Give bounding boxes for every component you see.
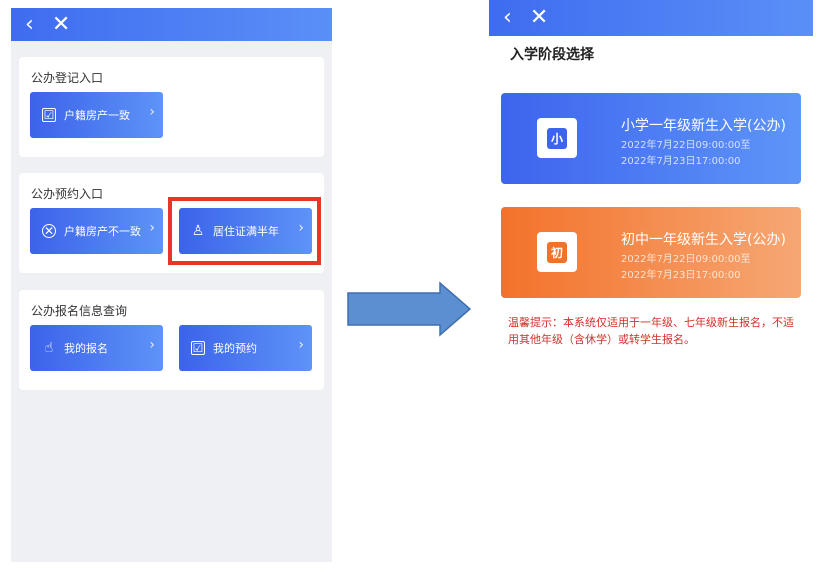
right-arrow-icon bbox=[347, 281, 472, 337]
query-section: 公办报名信息查询 ☝ 我的报名 › ☑ 我的预约 › bbox=[19, 290, 324, 390]
primary-school-icon: 小 bbox=[537, 118, 577, 158]
my-registration-button[interactable]: ☝ 我的报名 › bbox=[30, 325, 163, 371]
section-title: 公办报名信息查询 bbox=[31, 304, 128, 318]
appointment-section: 公办预约入口 ✕ 户籍房产不一致 › ♙ 居住证满半年 › bbox=[19, 173, 324, 273]
top-bar: ‹ ✕ bbox=[489, 0, 813, 36]
chevron-right-icon: › bbox=[149, 220, 155, 236]
hand-pointer-icon: ☝ bbox=[44, 340, 54, 356]
button-label: 户籍房产一致 bbox=[64, 109, 130, 122]
household-property-mismatch-button[interactable]: ✕ 户籍房产不一致 › bbox=[30, 208, 163, 254]
residence-permit-button[interactable]: ♙ 居住证满半年 › bbox=[179, 208, 312, 254]
back-icon[interactable]: ‹ bbox=[503, 5, 512, 30]
page-title: 入学阶段选择 bbox=[510, 47, 594, 63]
stage-name: 小学一年级新生入学(公办) bbox=[621, 118, 786, 134]
back-icon[interactable]: ‹ bbox=[25, 11, 34, 37]
junior-school-icon: 初 bbox=[537, 232, 577, 272]
household-property-match-button[interactable]: ☑ 户籍房产一致 › bbox=[30, 92, 163, 138]
button-label: 我的预约 bbox=[213, 342, 257, 355]
section-title: 公办登记入口 bbox=[31, 71, 104, 85]
button-label: 居住证满半年 bbox=[213, 225, 279, 238]
left-screen: ‹ ✕ 公办登记入口 ☑ 户籍房产一致 › 公办预约入口 ✕ 户籍房产不一致 ›… bbox=[11, 8, 332, 562]
my-appointment-button[interactable]: ☑ 我的预约 › bbox=[179, 325, 312, 371]
chevron-right-icon: › bbox=[298, 220, 304, 236]
close-icon[interactable]: ✕ bbox=[529, 5, 549, 30]
chevron-right-icon: › bbox=[298, 337, 304, 353]
notice-text: 温馨提示：本系统仅适用于一年级、七年级新生报名，不适用其他年级（含休学）或转学生… bbox=[508, 316, 794, 346]
stage-end: 2022年7月23日17:00:00 bbox=[621, 270, 741, 281]
right-screen: ‹ ✕ 入学阶段选择 小 小学一年级新生入学(公办) 2022年7月22日09:… bbox=[489, 0, 813, 360]
highlight-box bbox=[168, 197, 321, 265]
close-icon[interactable]: ✕ bbox=[51, 11, 71, 37]
top-bar: ‹ ✕ bbox=[11, 8, 332, 41]
stage-start: 2022年7月22日09:00:00至 bbox=[621, 140, 751, 151]
section-title: 公办预约入口 bbox=[31, 187, 104, 201]
stage-end: 2022年7月23日17:00:00 bbox=[621, 156, 741, 167]
registration-section: 公办登记入口 ☑ 户籍房产一致 › bbox=[19, 57, 324, 157]
stage-card-primary[interactable]: 小 小学一年级新生入学(公办) 2022年7月22日09:00:00至 2022… bbox=[501, 93, 801, 184]
user-check-icon: ♙ bbox=[191, 223, 205, 239]
checkbox-icon: ☑ bbox=[191, 341, 205, 355]
stage-name: 初中一年级新生入学(公办) bbox=[621, 232, 786, 248]
x-circle-icon: ✕ bbox=[42, 224, 56, 238]
chevron-right-icon: › bbox=[149, 337, 155, 353]
button-label: 户籍房产不一致 bbox=[64, 225, 141, 238]
button-label: 我的报名 bbox=[64, 342, 108, 355]
checkbox-icon: ☑ bbox=[42, 108, 56, 122]
chevron-right-icon: › bbox=[149, 104, 155, 120]
stage-start: 2022年7月22日09:00:00至 bbox=[621, 254, 751, 265]
stage-card-junior[interactable]: 初 初中一年级新生入学(公办) 2022年7月22日09:00:00至 2022… bbox=[501, 207, 801, 298]
